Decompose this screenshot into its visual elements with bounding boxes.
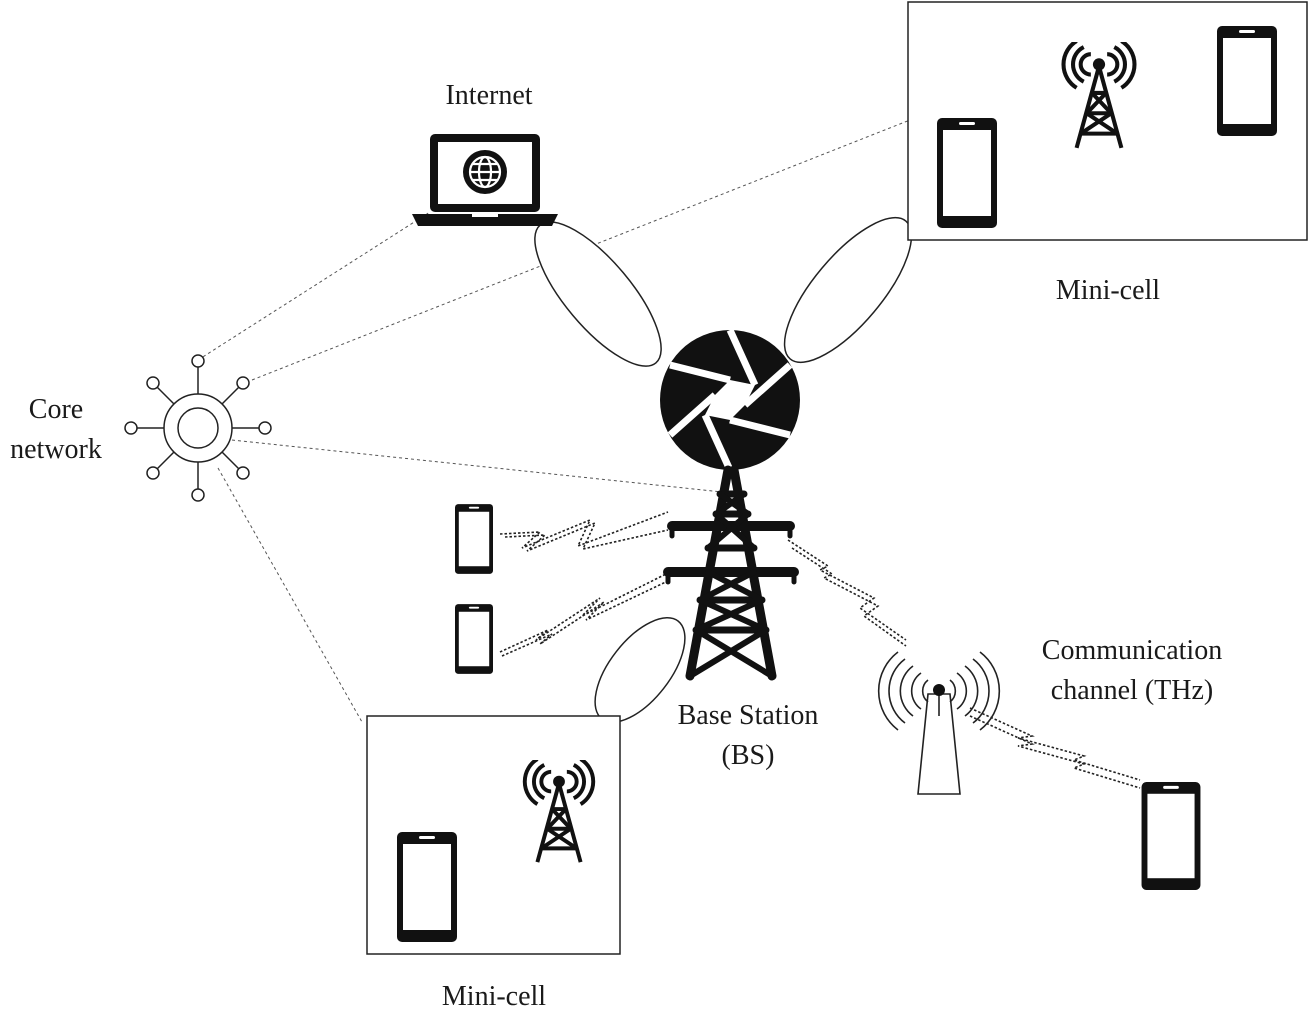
antenna-icon — [877, 651, 1001, 795]
base-station-label-line2: (BS) — [722, 740, 775, 771]
core-network-label-line2: network — [10, 434, 102, 465]
mini-cell-bottom-label: Mini-cell — [442, 981, 546, 1010]
internet-label: Internet — [445, 80, 532, 111]
base-station-label-line1: Base Station — [678, 700, 819, 731]
mini-cell-top — [907, 1, 1308, 241]
beam-ellipse-top-cell — [783, 216, 913, 364]
comm-channel-label-line1: Communication — [1042, 635, 1222, 666]
mini-cell-bottom — [366, 715, 621, 955]
beam-ellipse-internet — [534, 221, 662, 367]
core-network-label-line1: Core — [29, 394, 83, 425]
globe-icon — [463, 150, 507, 194]
wireless-links — [499, 511, 1141, 789]
mini-cell-top-label: Mini-cell — [1056, 275, 1160, 306]
network-hub-icon — [124, 354, 272, 502]
smartphone-icon — [937, 118, 997, 228]
aperture-icon — [660, 328, 800, 472]
smartphone-icon — [455, 604, 493, 674]
smartphone-icon — [397, 832, 457, 942]
core-links — [197, 119, 911, 723]
beams — [534, 216, 913, 723]
smartphone-icon — [455, 504, 493, 574]
comm-channel-label-line2: channel (THz) — [1051, 675, 1213, 706]
transmission-tower-icon — [663, 465, 799, 681]
laptop-globe-icon — [412, 134, 558, 226]
smartphone-icon — [1141, 782, 1201, 890]
smartphone-icon — [1217, 26, 1277, 136]
